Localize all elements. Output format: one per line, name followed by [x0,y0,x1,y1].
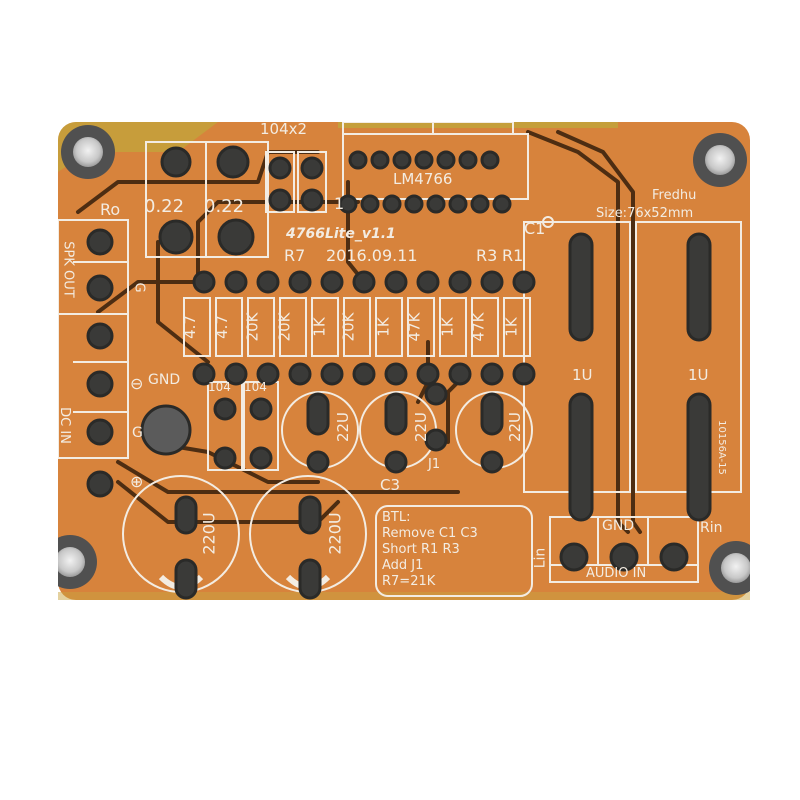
label-r1: R1 [502,246,524,265]
cap-22u: 22U [334,411,353,443]
serial-label: 10156A-15 [715,420,727,475]
resistor-value: 47K [405,312,424,342]
solder-pads [86,145,712,600]
resistor-value: 47K [469,312,488,342]
label-ro: Ro [100,200,121,219]
author-label: Fredhu [652,188,697,203]
btl-line: Short R1 R3 [382,542,460,557]
label-dc-in: DC IN [56,407,72,444]
label-104a: 104 [208,380,231,394]
label-gnd-top: GND [148,372,181,388]
label-minus: ⊖ [130,374,144,393]
label-1u-left: 1U [572,366,593,384]
label-r7: R7 [284,246,306,265]
cap-22u: 22U [412,411,431,443]
resistor-value: 4.7 [212,315,231,339]
mounting-holes [43,125,763,595]
label-plus: ⊕ [130,472,144,491]
label-104b: 104 [244,380,267,394]
label-c3: C3 [380,476,401,494]
pcb-artwork [43,121,763,600]
pcb-board: 104x2 Ro 0.22 0.22 1 LM4766 4766Lite_v1.… [43,120,763,600]
label-gnd-audio: GND [602,518,635,534]
label-g-spk: G [131,282,147,293]
label-lin: Lin [532,547,549,569]
label-r3: R3 [476,246,498,265]
resistor-value: 20K [243,312,262,342]
cap-22u: 22U [506,411,525,443]
btl-title: BTL: [382,510,411,525]
label-ro1: 0.22 [144,196,185,217]
label-c1: C1 [524,219,546,238]
label-ro2: 0.22 [204,196,245,217]
btl-line: Remove C1 C3 [382,526,478,541]
resistor-pads [192,270,536,386]
label-104x2: 104x2 [260,120,308,138]
resistor-value: 1K [374,317,393,337]
label-audio-in: AUDIO IN [586,566,647,581]
board-date: 2016.09.11 [326,246,418,265]
btl-line: Add J1 [382,558,424,573]
label-spk-out: SPK OUT [60,241,76,298]
chip-label: LM4766 [393,170,453,188]
resistor-value: 1K [310,317,329,337]
label-pin1: 1 [334,194,345,213]
resistor-value: 1K [502,317,521,337]
size-label: Size:76x52mm [596,206,694,221]
label-g-dc: G [132,425,143,441]
resistor-outlines [183,297,531,357]
cap-220u: 220U [199,512,219,555]
label-1u-right: 1U [688,366,709,384]
resistor-value: 1K [438,317,457,337]
label-rin: Rin [700,520,723,536]
btl-line: R7=21K [382,574,436,589]
resistor-value: 4.7 [180,315,199,339]
btl-note: BTL: Remove C1 C3 Short R1 R3 Add J1 R7=… [382,510,478,590]
cap-220u: 220U [325,512,345,555]
label-j1: J1 [428,457,441,472]
resistor-value: 20K [339,312,358,342]
resistor-value: 20K [275,312,294,342]
board-name: 4766Lite_v1.1 [286,226,396,242]
